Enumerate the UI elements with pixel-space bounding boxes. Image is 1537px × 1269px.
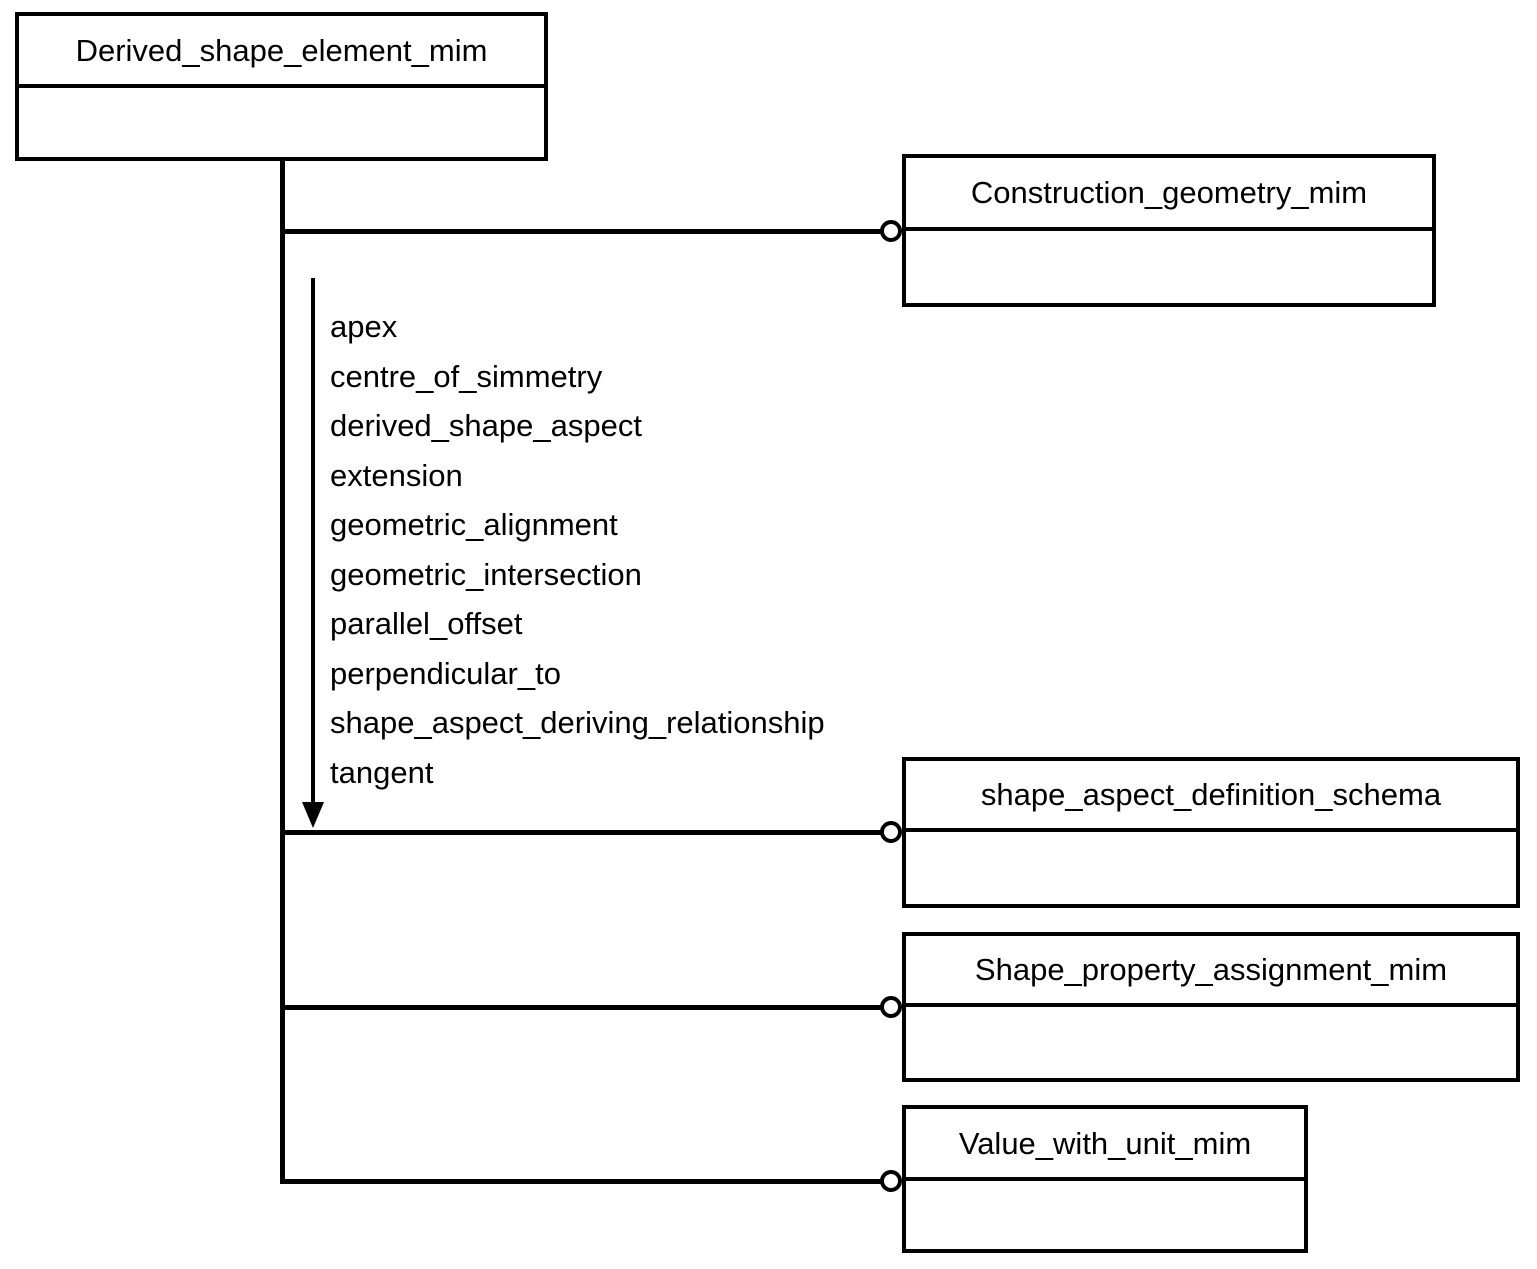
schema-box-derived-shape-element-mim[interactable]: Derived_shape_element_mim xyxy=(15,12,548,161)
connector-branch-value-with-unit xyxy=(280,1179,884,1184)
attribute-item: parallel_offset xyxy=(330,606,523,641)
schema-box-body-row xyxy=(906,231,1432,303)
attribute-item: derived_shape_aspect xyxy=(330,408,642,443)
attribute-item: centre_of_simmetry xyxy=(330,358,603,394)
schema-box-title-row: Shape_property_assignment_mim xyxy=(906,936,1516,1007)
schema-box-body-row xyxy=(19,88,544,157)
connector-branch-construction-geometry xyxy=(280,229,884,234)
attribute-group-arrow-head-icon xyxy=(302,802,324,828)
schema-box-value-with-unit-mim[interactable]: Value_with_unit_mim xyxy=(902,1105,1308,1253)
schema-box-body-row xyxy=(906,832,1516,904)
schema-box-shape-property-assignment-mim[interactable]: Shape_property_assignment_mim xyxy=(902,932,1520,1082)
connector-port-circle-shape-property-assignment xyxy=(880,996,902,1018)
schema-box-title: Derived_shape_element_mim xyxy=(75,32,488,68)
connector-trunk-vertical xyxy=(280,161,285,1184)
attribute-item: perpendicular_to xyxy=(330,655,561,691)
schema-box-title-row: shape_aspect_definition_schema xyxy=(906,761,1516,832)
schema-box-title-row: Value_with_unit_mim xyxy=(906,1109,1304,1181)
connector-branch-shape-aspect-definition xyxy=(280,830,884,835)
connector-port-circle-construction-geometry xyxy=(880,220,902,242)
schema-box-body-row xyxy=(906,1007,1516,1078)
schema-box-title-row: Derived_shape_element_mim xyxy=(19,16,544,88)
attribute-item: apex xyxy=(330,309,398,344)
attribute-group-arrow-shaft xyxy=(311,278,315,806)
attribute-item: geometric_alignment xyxy=(330,507,618,542)
attribute-list: apex centre_of_simmetry derived_shape_as… xyxy=(330,302,950,797)
schema-box-title: shape_aspect_definition_schema xyxy=(980,777,1442,812)
schema-box-shape-aspect-definition-schema[interactable]: shape_aspect_definition_schema xyxy=(902,757,1520,908)
schema-box-title: Shape_property_assignment_mim xyxy=(974,952,1448,987)
schema-box-title: Value_with_unit_mim xyxy=(958,1125,1252,1161)
attribute-item: extension xyxy=(330,457,463,493)
attribute-item: tangent xyxy=(330,754,434,790)
attribute-item: shape_aspect_deriving_relationship xyxy=(330,705,825,740)
connector-branch-shape-property-assignment xyxy=(280,1005,884,1010)
schema-box-title-row: Construction_geometry_mim xyxy=(906,158,1432,231)
connector-port-circle-value-with-unit xyxy=(880,1170,902,1192)
schema-box-title: Construction_geometry_mim xyxy=(970,175,1368,210)
schema-box-construction-geometry-mim[interactable]: Construction_geometry_mim xyxy=(902,154,1436,307)
connector-port-circle-shape-aspect-definition xyxy=(880,821,902,843)
schema-box-body-row xyxy=(906,1181,1304,1249)
attribute-item: geometric_intersection xyxy=(330,556,642,592)
